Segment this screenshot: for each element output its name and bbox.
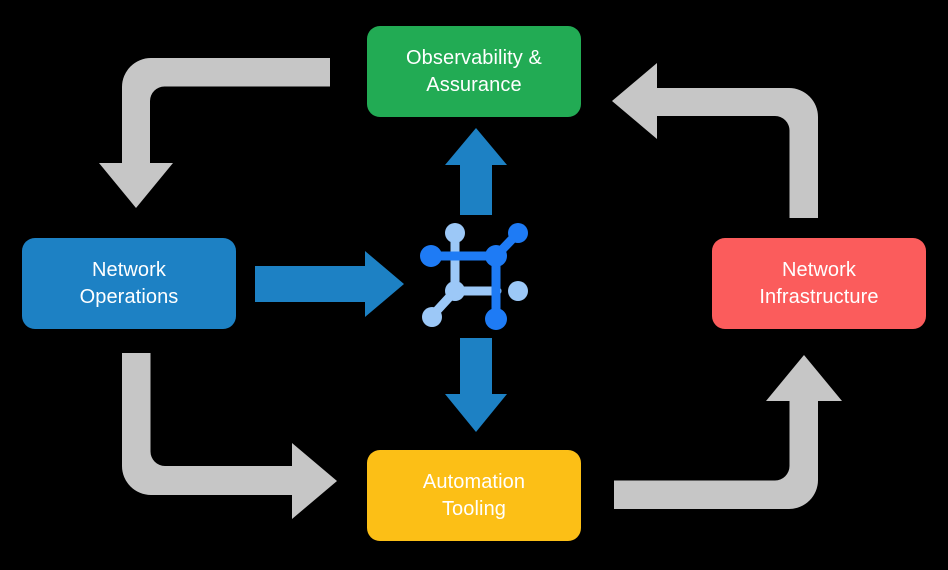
arrow-center-to-automation bbox=[445, 338, 507, 432]
arrow-automation-to-infrastructure bbox=[614, 355, 842, 509]
node-network-infrastructure[interactable]: Network Infrastructure bbox=[712, 238, 926, 329]
network-topology-icon bbox=[420, 223, 528, 330]
arrow-infrastructure-to-observability bbox=[612, 63, 818, 218]
node-automation-tooling[interactable]: Automation Tooling bbox=[367, 450, 581, 541]
arrow-observability-to-operations bbox=[99, 58, 330, 208]
topology-nodes-dark bbox=[420, 223, 528, 330]
node-network-operations[interactable]: Network Operations bbox=[22, 238, 236, 329]
arrow-operations-to-center bbox=[255, 251, 404, 317]
arrow-center-to-observability bbox=[445, 128, 507, 215]
arrow-operations-to-automation bbox=[122, 353, 337, 519]
node-observability-assurance[interactable]: Observability & Assurance bbox=[367, 26, 581, 117]
topology-edges-light bbox=[427, 229, 502, 321]
topology-nodes-light bbox=[422, 223, 528, 327]
